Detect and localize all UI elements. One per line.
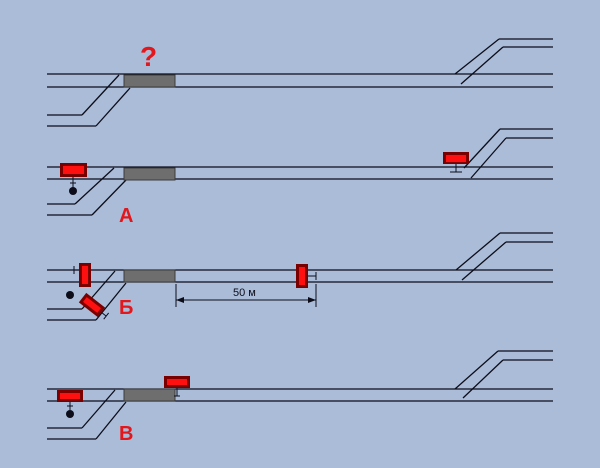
distance-label: 50 м: [233, 287, 256, 299]
section-question: ?: [47, 38, 553, 127]
stop-signal-tilted: [78, 292, 110, 320]
distance-dimension: 50 м: [175, 284, 317, 307]
signal-ball: [66, 291, 74, 299]
section-a: А: [47, 128, 553, 227]
right-siding-2: [463, 128, 553, 179]
right-siding-4: [454, 350, 553, 399]
section-v: В: [47, 350, 553, 445]
wagon: [123, 388, 176, 402]
main-track-2: [47, 166, 553, 180]
section-b: 50 м Б: [47, 232, 553, 321]
left-siding-4: [47, 389, 127, 440]
stop-signal-on-wagon: [164, 376, 190, 397]
left-siding-1: [47, 74, 131, 127]
wagon: [123, 269, 176, 283]
question-mark: ?: [140, 41, 157, 72]
right-siding-3: [455, 232, 553, 281]
label-v: В: [119, 423, 133, 445]
label-a: А: [119, 205, 133, 227]
label-b: Б: [119, 297, 133, 319]
right-siding-1: [454, 38, 553, 85]
wagon: [123, 74, 176, 88]
main-track-1: [47, 73, 553, 88]
stop-signal-right: [443, 152, 469, 173]
stop-signal-left: [57, 390, 83, 418]
stop-signal-vertical-right: [296, 264, 317, 288]
stop-signal-vertical-left: [73, 263, 91, 287]
wagon: [123, 167, 176, 181]
left-siding-2: [47, 167, 127, 216]
main-track-4: [47, 388, 553, 402]
stop-signal-left: [60, 163, 87, 195]
